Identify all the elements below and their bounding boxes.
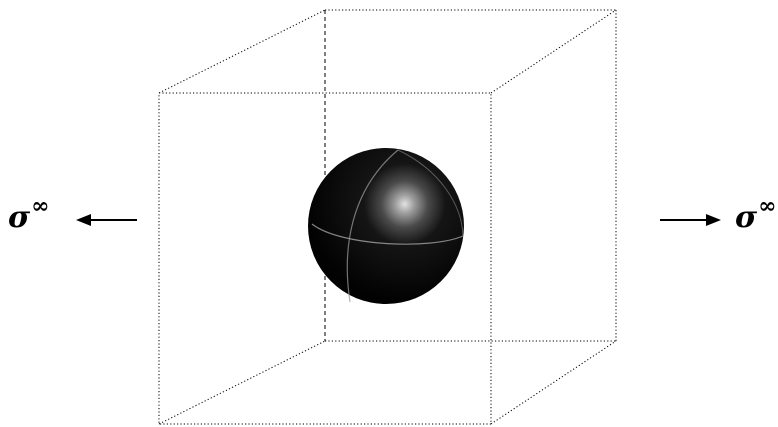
left-load-symbol: σ [8, 200, 30, 235]
left-load-superscript: ∞ [31, 193, 49, 219]
arrow-right-icon [660, 214, 721, 226]
left-load-label: σ∞ [8, 203, 48, 233]
right-load-symbol: σ [735, 200, 757, 235]
sphere [308, 148, 464, 304]
right-load-superscript: ∞ [758, 193, 776, 219]
arrow-left-icon [76, 214, 137, 226]
right-load-label: σ∞ [735, 203, 775, 233]
